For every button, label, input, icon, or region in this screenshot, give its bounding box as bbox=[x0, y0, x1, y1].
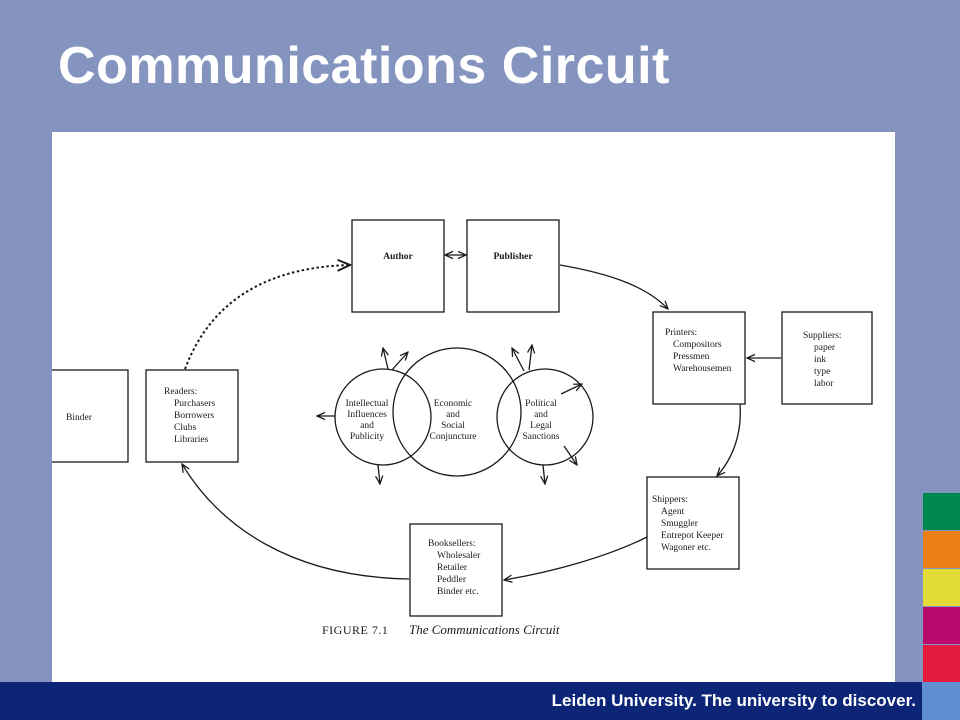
shippers-item: Agent bbox=[661, 507, 685, 517]
figure-caption-label: FIGURE 7.1 bbox=[322, 623, 388, 637]
intellectual-influences-circle bbox=[334, 368, 432, 466]
intellectual-line: Influences bbox=[347, 409, 387, 420]
influence-arrow bbox=[378, 464, 380, 484]
suppliers-item: ink bbox=[814, 355, 826, 365]
printers-item: Warehousemen bbox=[673, 364, 732, 374]
shippers-item: Smuggler bbox=[661, 519, 699, 529]
color-stripe bbox=[923, 531, 960, 568]
economic-line: Economic bbox=[434, 399, 473, 409]
booksellers-item: Peddler bbox=[437, 575, 467, 585]
influence-arrows bbox=[317, 345, 582, 484]
readers-item: Purchasers bbox=[174, 399, 215, 409]
figure-panel: Author Publisher Printers: Compositors P… bbox=[52, 132, 895, 682]
shippers-to-booksellers-arrow bbox=[504, 536, 648, 580]
booksellers-node: Booksellers: Wholesaler Retailer Peddler… bbox=[409, 523, 503, 617]
binder-box bbox=[52, 369, 129, 463]
color-stripe bbox=[923, 607, 960, 644]
booksellers-item: Retailer bbox=[437, 563, 468, 573]
influence-arrow bbox=[563, 445, 577, 465]
influence-arrow bbox=[512, 348, 525, 372]
readers-item: Clubs bbox=[174, 423, 196, 433]
shippers-box bbox=[646, 476, 740, 570]
suppliers-heading: Suppliers: bbox=[803, 331, 842, 341]
influence-arrow bbox=[391, 352, 408, 371]
figure-caption-title: The Communications Circuit bbox=[409, 622, 560, 637]
color-stripe bbox=[923, 493, 960, 530]
communications-circuit-diagram: Author Publisher Printers: Compositors P… bbox=[52, 219, 873, 637]
footer-corner-block bbox=[922, 682, 960, 720]
suppliers-box bbox=[781, 311, 873, 405]
influence-arrow bbox=[543, 464, 545, 484]
publisher-node: Publisher bbox=[466, 219, 560, 313]
color-stripe bbox=[923, 645, 960, 682]
author-box bbox=[351, 219, 445, 313]
author-node: Author bbox=[351, 219, 445, 313]
influence-arrow bbox=[560, 384, 582, 395]
economic-social-circle bbox=[392, 347, 522, 477]
booksellers-box bbox=[409, 523, 503, 617]
printers-node: Printers: Compositors Pressmen Warehouse… bbox=[652, 311, 746, 405]
suppliers-node: Suppliers: paper ink type labor bbox=[781, 311, 873, 405]
readers-item: Borrowers bbox=[174, 411, 214, 421]
booksellers-to-readers-arrow bbox=[182, 464, 410, 580]
political-line: Legal bbox=[530, 421, 552, 431]
intellectual-line: Intellectual bbox=[346, 399, 389, 409]
political-line: Political bbox=[525, 399, 557, 409]
influence-arrow bbox=[529, 345, 532, 371]
shippers-item: Entrepot Keeper bbox=[661, 531, 724, 541]
readers-to-author-arrow bbox=[184, 265, 350, 370]
publisher-box bbox=[466, 219, 560, 313]
footer-bar: Leiden University. The university to dis… bbox=[0, 682, 922, 720]
intellectual-line: Publicity bbox=[350, 432, 385, 442]
economic-line: Social bbox=[441, 421, 465, 431]
author-label: Author bbox=[383, 252, 413, 262]
readers-box bbox=[145, 369, 239, 463]
suppliers-item: type bbox=[814, 367, 830, 377]
economic-line: Conjuncture bbox=[430, 432, 477, 442]
slide-title: Communications Circuit bbox=[58, 37, 670, 95]
intellectual-line: and bbox=[360, 421, 374, 431]
shippers-item: Wagoner etc. bbox=[661, 543, 711, 553]
binder-node: Binder bbox=[52, 369, 129, 463]
political-line: and bbox=[534, 410, 548, 420]
shippers-node: Shippers: Agent Smuggler Entrepot Keeper… bbox=[646, 476, 740, 570]
printers-heading: Printers: bbox=[665, 328, 697, 338]
political-line: Sanctions bbox=[523, 432, 560, 442]
printers-box bbox=[652, 311, 746, 405]
booksellers-item: Binder etc. bbox=[437, 587, 479, 597]
suppliers-item: paper bbox=[814, 343, 836, 353]
economic-line: and bbox=[446, 410, 460, 420]
booksellers-item: Wholesaler bbox=[437, 551, 481, 561]
readers-item: Libraries bbox=[174, 435, 209, 445]
color-stripe bbox=[923, 569, 960, 606]
printers-item: Pressmen bbox=[673, 352, 710, 362]
suppliers-item: labor bbox=[814, 379, 834, 389]
political-legal-circle bbox=[496, 368, 594, 466]
footer-text: Leiden University. The university to dis… bbox=[551, 691, 916, 710]
printers-item: Compositors bbox=[673, 340, 722, 350]
publisher-label: Publisher bbox=[493, 252, 533, 262]
booksellers-heading: Booksellers: bbox=[428, 539, 476, 549]
influence-arrow bbox=[383, 348, 388, 370]
binder-label: Binder bbox=[66, 413, 93, 423]
shippers-heading: Shippers: bbox=[652, 495, 688, 505]
readers-heading: Readers: bbox=[164, 387, 197, 397]
printers-to-shippers-arrow bbox=[717, 403, 741, 476]
readers-node: Readers: Purchasers Borrowers Clubs Libr… bbox=[145, 369, 239, 463]
publisher-to-printers-arrow bbox=[559, 264, 668, 309]
